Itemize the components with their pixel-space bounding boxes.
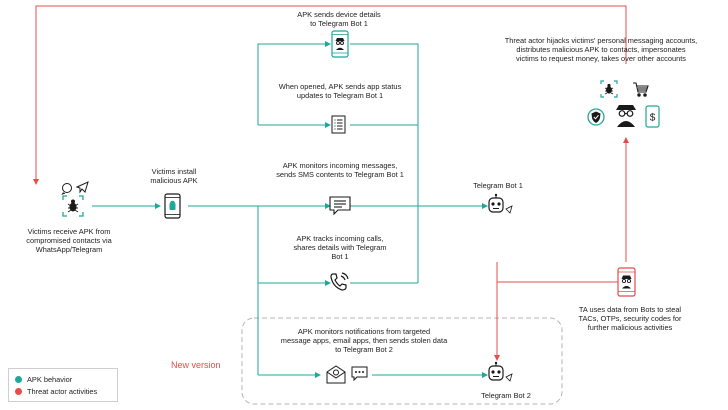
- whatsapp-icon: [61, 183, 72, 195]
- money-phone-icon: $: [645, 105, 660, 128]
- telegram-send-icon: [75, 181, 89, 194]
- legend: APK behavior Threat actor activities: [8, 368, 118, 402]
- sms-monitor-label: APK monitors incoming messages, sends SM…: [276, 161, 404, 179]
- phone-spy-icon: [617, 267, 636, 297]
- ta-hijack-label: Threat actor hijacks victims' personal m…: [504, 36, 698, 63]
- chat-icon: [351, 366, 368, 382]
- apk-behavior-flows: [92, 41, 488, 378]
- threat-actor-loop: [33, 5, 629, 361]
- new-version-label: New version: [171, 360, 221, 370]
- victim-install-label: Victims install malicious APK: [150, 167, 198, 185]
- security-shield-icon: [587, 108, 605, 126]
- legend-swatch-threat: [15, 387, 22, 395]
- notif-monitor-label: APK monitors notifications from targeted…: [280, 327, 448, 354]
- spy-hacker-icon: [616, 105, 636, 127]
- email-icon: [326, 365, 346, 384]
- bot2-label: Telegram Bot 2: [481, 391, 531, 400]
- robot-icon: [488, 361, 513, 382]
- phone-android-icon: [164, 193, 181, 219]
- legend-item-apk: APK behavior: [15, 374, 72, 384]
- phone-spy-icon: [331, 30, 349, 58]
- app-status-label: When opened, APK sends app status update…: [278, 82, 402, 100]
- legend-item-threat: Threat actor activities: [15, 386, 97, 396]
- legend-label-apk: APK behavior: [27, 374, 73, 384]
- malware-bug-icon: [62, 195, 84, 217]
- phone-call-icon: [330, 272, 349, 291]
- new-version-box: [241, 317, 563, 405]
- device-details-label: APK sends device details to Telegram Bot…: [297, 10, 381, 28]
- bot1-label: Telegram Bot 1: [473, 181, 523, 190]
- call-track-label: APK tracks incoming calls, shares detail…: [293, 234, 387, 261]
- legend-label-threat: Threat actor activities: [27, 386, 98, 396]
- document-list-icon: [331, 115, 346, 134]
- message-icon: [329, 196, 351, 216]
- shopping-cart-icon: [633, 82, 649, 97]
- robot-icon: [488, 193, 513, 214]
- victim-receive-label: Victims receive APK from compromised con…: [26, 227, 112, 254]
- malware-bug-icon: [600, 80, 618, 98]
- legend-swatch-apk: [15, 375, 22, 383]
- svg-text:$: $: [650, 113, 656, 124]
- ta-uses-label: TA uses data from Bots to steal TACs, OT…: [578, 305, 682, 332]
